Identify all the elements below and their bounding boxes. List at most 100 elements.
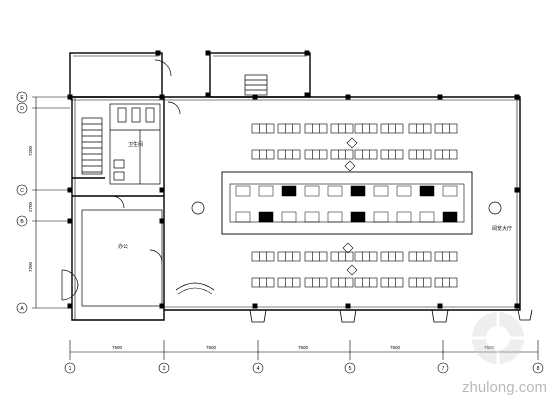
left-dim-3: 7200 — [28, 261, 33, 272]
bay-window — [517, 309, 533, 321]
sofa-set — [330, 277, 354, 288]
grid-bubble — [16, 184, 28, 196]
sofa-set — [380, 277, 404, 288]
column — [159, 187, 165, 193]
annex-wall-left — [69, 52, 163, 98]
bottom-dim-4: 7500 — [390, 345, 401, 350]
sofa-set — [277, 149, 301, 160]
grid-label: 4 — [257, 366, 260, 372]
sofa-set — [277, 251, 301, 262]
desk-cell — [327, 211, 343, 223]
central-reading-table — [221, 171, 473, 235]
curved-sofa — [175, 282, 215, 291]
desk-cell — [304, 185, 320, 197]
grid-label: 1 — [69, 366, 72, 372]
sofa-set — [330, 149, 354, 160]
sofa-set — [380, 251, 404, 262]
column — [345, 303, 351, 309]
diamond-symbol — [346, 137, 358, 149]
desk-cell — [373, 211, 389, 223]
desk-cell — [419, 211, 435, 223]
watermark-text: zhulong.com — [462, 379, 547, 396]
desk-cell — [373, 185, 389, 197]
column — [345, 94, 351, 100]
main-exterior-wall — [70, 96, 521, 321]
grid-bubble — [437, 362, 449, 374]
sofa-set — [354, 251, 378, 262]
bottom-dim-5: 7500 — [484, 345, 495, 350]
column — [252, 303, 258, 309]
column — [205, 92, 211, 98]
desk-cell — [327, 185, 343, 197]
column — [159, 94, 165, 100]
column — [67, 303, 73, 309]
column — [514, 94, 520, 100]
desk-cell — [258, 185, 274, 197]
sofa-set — [434, 277, 458, 288]
desk-cell — [350, 185, 366, 197]
column — [437, 94, 443, 100]
grid-bubble — [532, 362, 544, 374]
sofa-set — [304, 123, 328, 134]
bay-window — [339, 309, 357, 323]
left-dim-2: 2700 — [28, 201, 33, 212]
column — [205, 50, 211, 56]
desk-cell — [442, 185, 458, 197]
bay-window — [249, 309, 267, 323]
sofa-set — [251, 149, 275, 160]
bottom-dim-3: 7500 — [298, 345, 309, 350]
toilet-label: 卫生间 — [128, 141, 143, 148]
sofa-set — [251, 251, 275, 262]
grid-label: 2 — [163, 366, 166, 372]
sofa-set — [434, 123, 458, 134]
sofa-set — [251, 123, 275, 134]
grid-label: 8 — [537, 366, 540, 372]
desk-cell — [258, 211, 274, 223]
grid-label: A — [20, 306, 24, 312]
column — [252, 94, 258, 100]
sofa-set — [330, 251, 354, 262]
desk-cell — [350, 211, 366, 223]
grid-label: C — [20, 188, 24, 194]
desk-cell — [235, 211, 251, 223]
structural-columns — [67, 50, 520, 309]
desk-cell — [442, 211, 458, 223]
office-room — [81, 209, 163, 307]
grid-label: 7 — [442, 366, 445, 372]
column — [304, 50, 310, 56]
grid-label: 5 — [349, 366, 352, 372]
column — [304, 92, 310, 98]
left-dim-1: 7200 — [28, 145, 33, 156]
grid-bubble — [16, 102, 28, 114]
bottom-dim-2: 7500 — [206, 345, 217, 350]
sofa-set — [304, 277, 328, 288]
grid-label: D — [20, 106, 24, 112]
toilet-block — [109, 103, 161, 185]
column — [437, 303, 443, 309]
column — [155, 50, 161, 56]
staircase — [81, 117, 103, 175]
sofa-set — [408, 149, 432, 160]
desk-cell — [235, 185, 251, 197]
bottom-dim-1: 7500 — [112, 345, 123, 350]
sofa-set — [380, 123, 404, 134]
grid-bubble — [16, 215, 28, 227]
sofa-set — [434, 149, 458, 160]
sofa-set — [408, 277, 432, 288]
sofa-set — [380, 149, 404, 160]
planter-left — [191, 201, 205, 215]
grid-bubble — [16, 91, 28, 103]
grid-bubble — [64, 362, 76, 374]
grid-bubble — [16, 302, 28, 314]
sofa-set — [304, 251, 328, 262]
sofa-set — [277, 277, 301, 288]
desk-cell — [304, 211, 320, 223]
column — [514, 187, 520, 193]
grid-label: B — [20, 219, 24, 225]
grid-bubble — [252, 362, 264, 374]
sofa-set — [304, 149, 328, 160]
bay-window — [431, 309, 449, 323]
sofa-set — [408, 251, 432, 262]
